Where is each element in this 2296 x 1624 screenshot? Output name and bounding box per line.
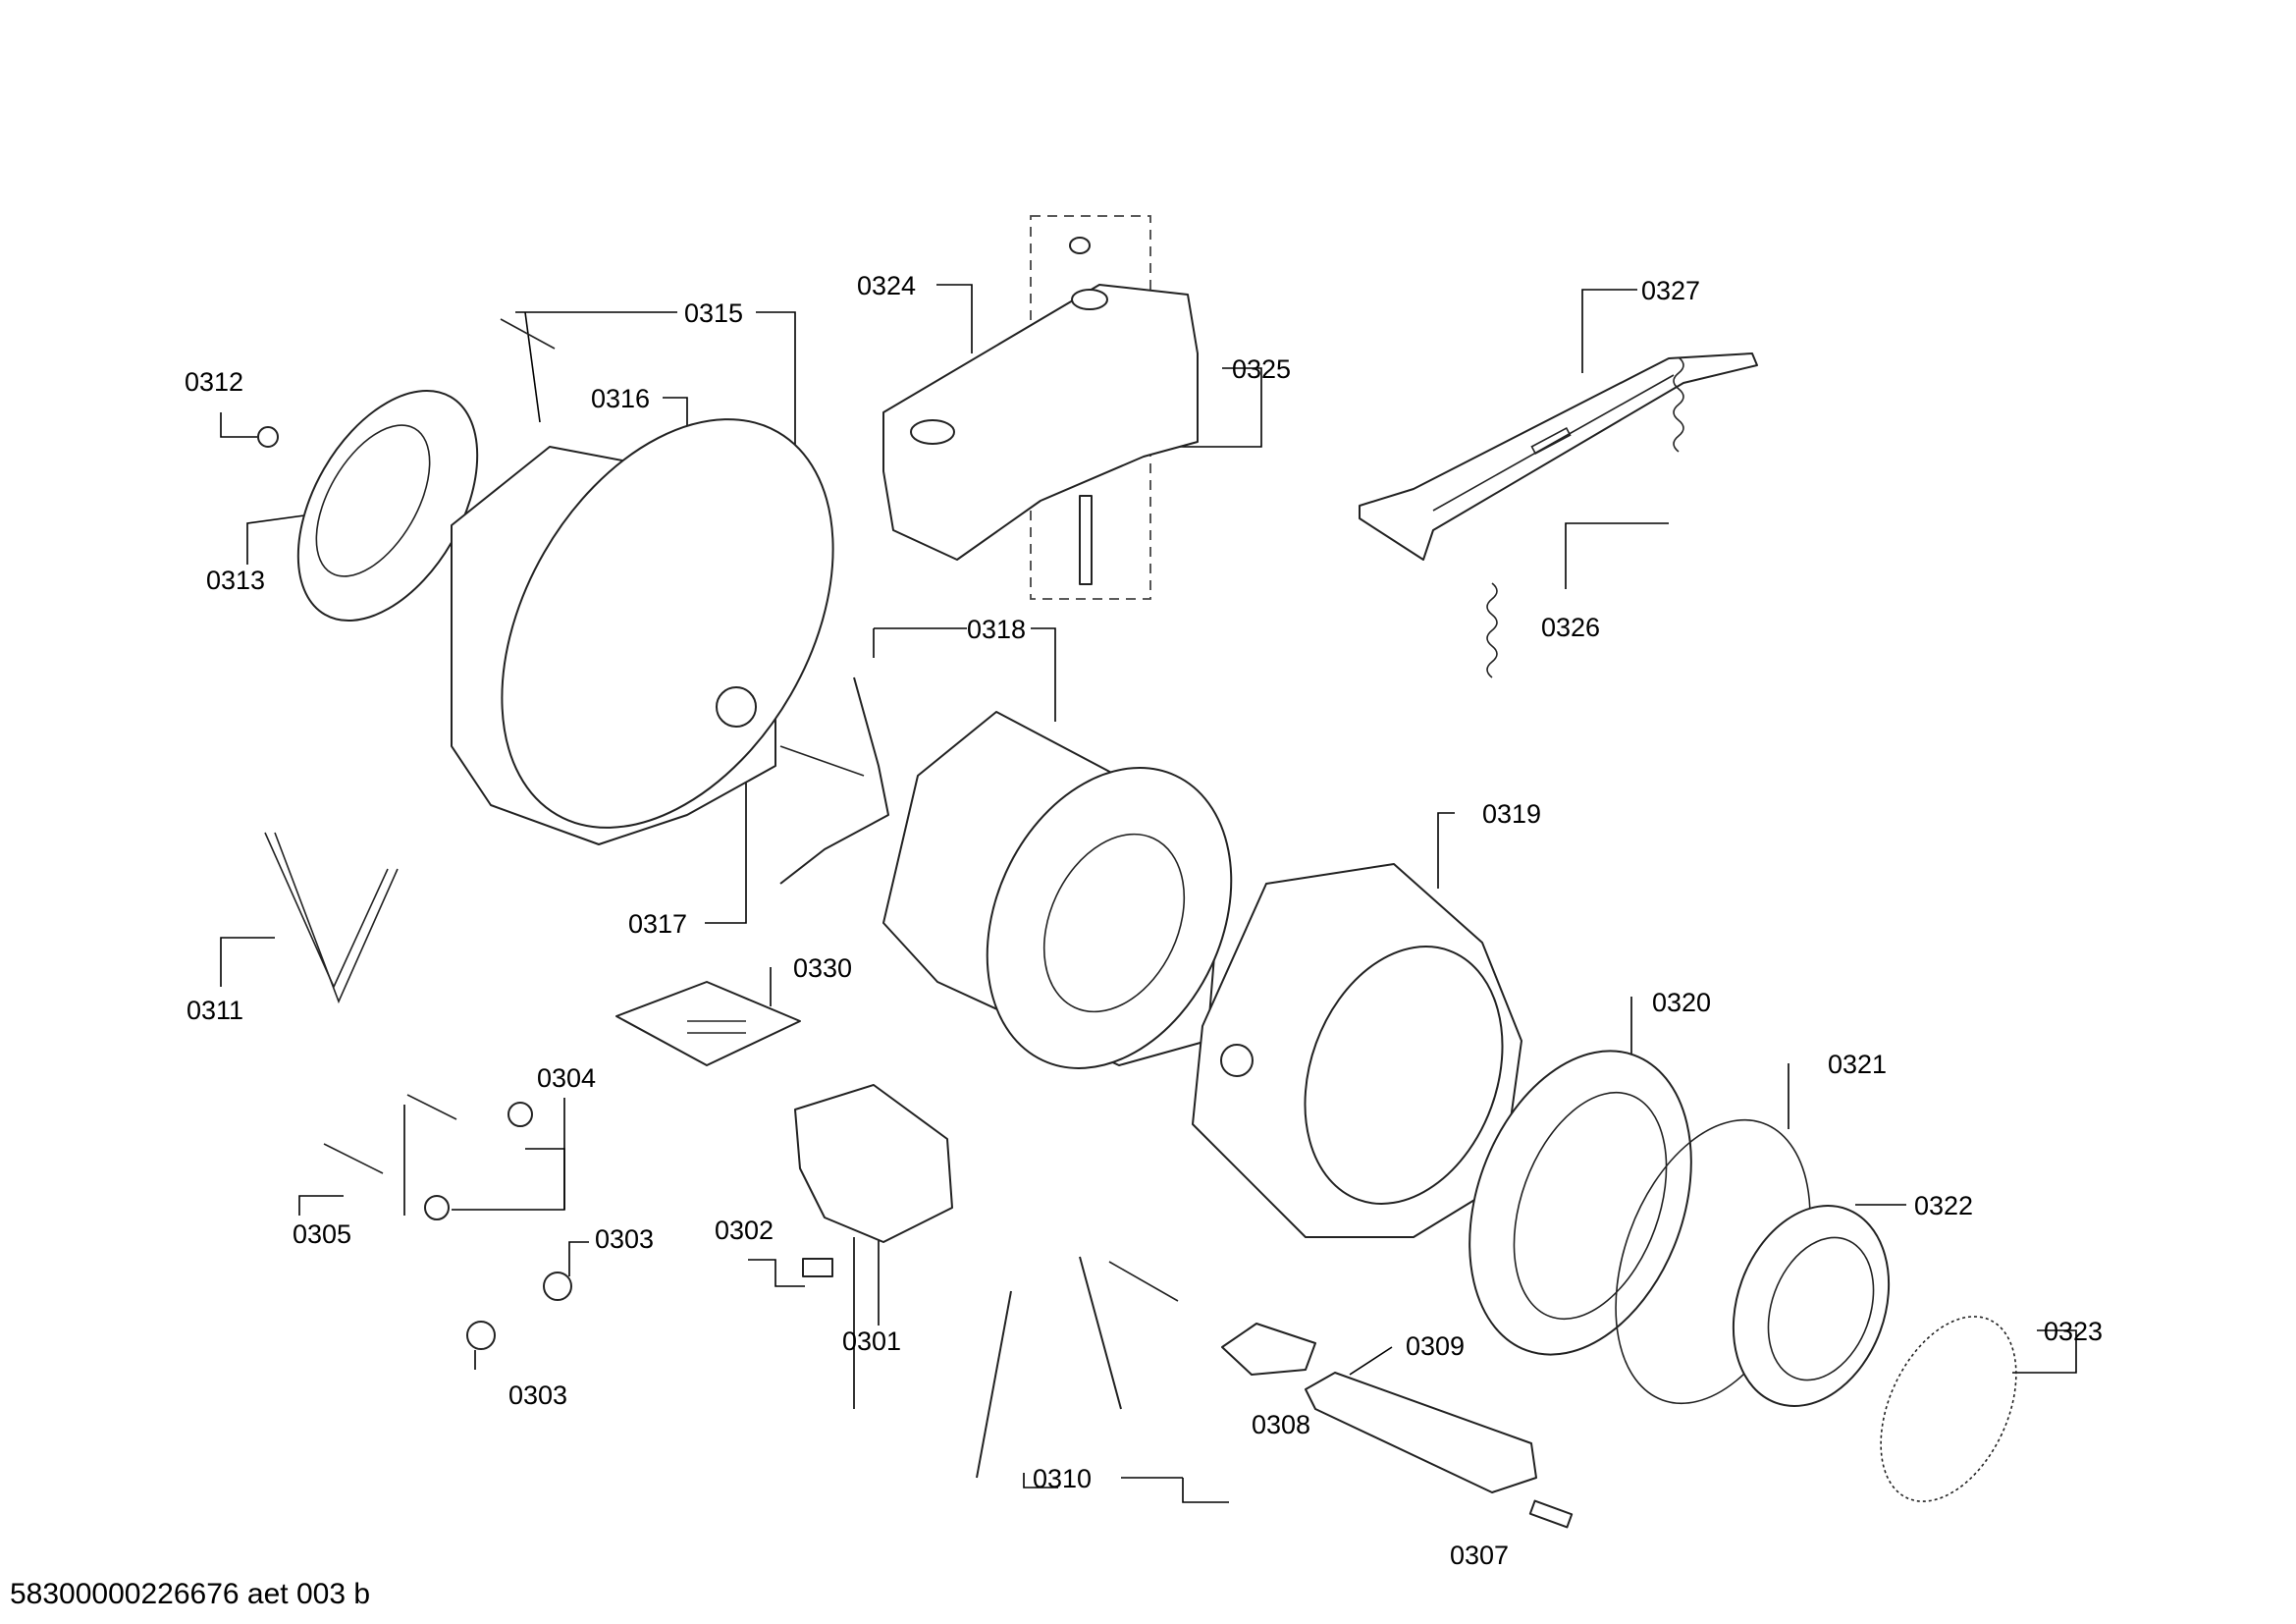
collar-0322 <box>1732 1205 1891 1407</box>
clamp-0323 <box>1880 1316 2017 1502</box>
leader-0323 <box>2012 1329 2077 1374</box>
fasteners <box>323 1094 572 1350</box>
spring-0326 <box>1486 356 1684 678</box>
leader-0319 <box>1437 812 1455 889</box>
leader-0327 <box>1581 289 1637 373</box>
leader-0309 <box>1349 1346 1393 1376</box>
label-0317: 0317 <box>628 909 687 939</box>
leader-0304c <box>525 1148 565 1210</box>
leader-0307 <box>1023 1473 1058 1489</box>
label-0326: 0326 <box>1541 613 1600 642</box>
leader-0326 <box>1565 522 1669 589</box>
label-0321: 0321 <box>1828 1050 1887 1079</box>
leader-0302 <box>748 1259 805 1287</box>
label-0316: 0316 <box>591 384 650 413</box>
label-0322: 0322 <box>1914 1191 1973 1220</box>
drum <box>882 711 1233 1069</box>
label-0301: 0301 <box>842 1326 901 1356</box>
label-0302: 0302 <box>715 1216 774 1245</box>
belt-0311 <box>264 832 399 1004</box>
label-0318: 0318 <box>967 615 1026 644</box>
label-0305: 0305 <box>293 1219 351 1249</box>
leader-0305a <box>298 1195 344 1216</box>
leader-0313 <box>246 514 305 565</box>
label-0312: 0312 <box>185 367 243 397</box>
leader-0310a <box>1182 1478 1229 1503</box>
label-0304: 0304 <box>537 1063 596 1093</box>
leader-0318b <box>1031 627 1056 722</box>
dispenser-0324 <box>882 215 1199 600</box>
label-0319: 0319 <box>1482 799 1541 829</box>
label-0323: 0323 <box>2044 1317 2103 1346</box>
heater-0309 <box>1305 1372 1537 1493</box>
label-0325: 0325 <box>1232 354 1291 384</box>
leader-0325 <box>1153 367 1262 448</box>
document-id: 58300000226676 aet 003 b <box>10 1578 370 1610</box>
label-0311: 0311 <box>187 996 243 1025</box>
label-0308: 0308 <box>1252 1410 1310 1439</box>
label-0303-b: 0303 <box>508 1380 567 1410</box>
label-0310: 0310 <box>1033 1464 1092 1493</box>
clip-0308 <box>1221 1323 1316 1376</box>
label-0330: 0330 <box>793 953 852 983</box>
label-0313: 0313 <box>206 566 265 595</box>
bracket-0327 <box>1359 352 1758 561</box>
leader-0315c <box>524 311 541 423</box>
leader-0303a <box>568 1241 589 1276</box>
front-tub-0319 <box>1192 863 1522 1238</box>
sheet-0330 <box>615 981 801 1066</box>
spider-0318 <box>779 677 889 885</box>
label-0307: 0307 <box>1450 1541 1509 1570</box>
sensor-0307 <box>1528 1499 1574 1529</box>
rear-tub-0316 <box>451 318 834 845</box>
counterweight-0320 <box>1468 1050 1692 1356</box>
callout-labels: 0301 0302 0303 0303 0304 0305 0307 0308 … <box>185 271 2103 1570</box>
leader-0324 <box>936 284 973 353</box>
leader-0311 <box>220 937 275 987</box>
label-0324: 0324 <box>857 271 916 300</box>
label-0320: 0320 <box>1652 988 1711 1017</box>
label-0315: 0315 <box>684 298 743 328</box>
label-0327: 0327 <box>1641 276 1700 305</box>
label-0309: 0309 <box>1406 1331 1465 1361</box>
label-0303-a: 0303 <box>595 1224 654 1254</box>
leader-0312 <box>220 412 257 438</box>
motor-0301 <box>794 1084 953 1277</box>
shock-absorbers-0310 <box>976 1256 1179 1479</box>
